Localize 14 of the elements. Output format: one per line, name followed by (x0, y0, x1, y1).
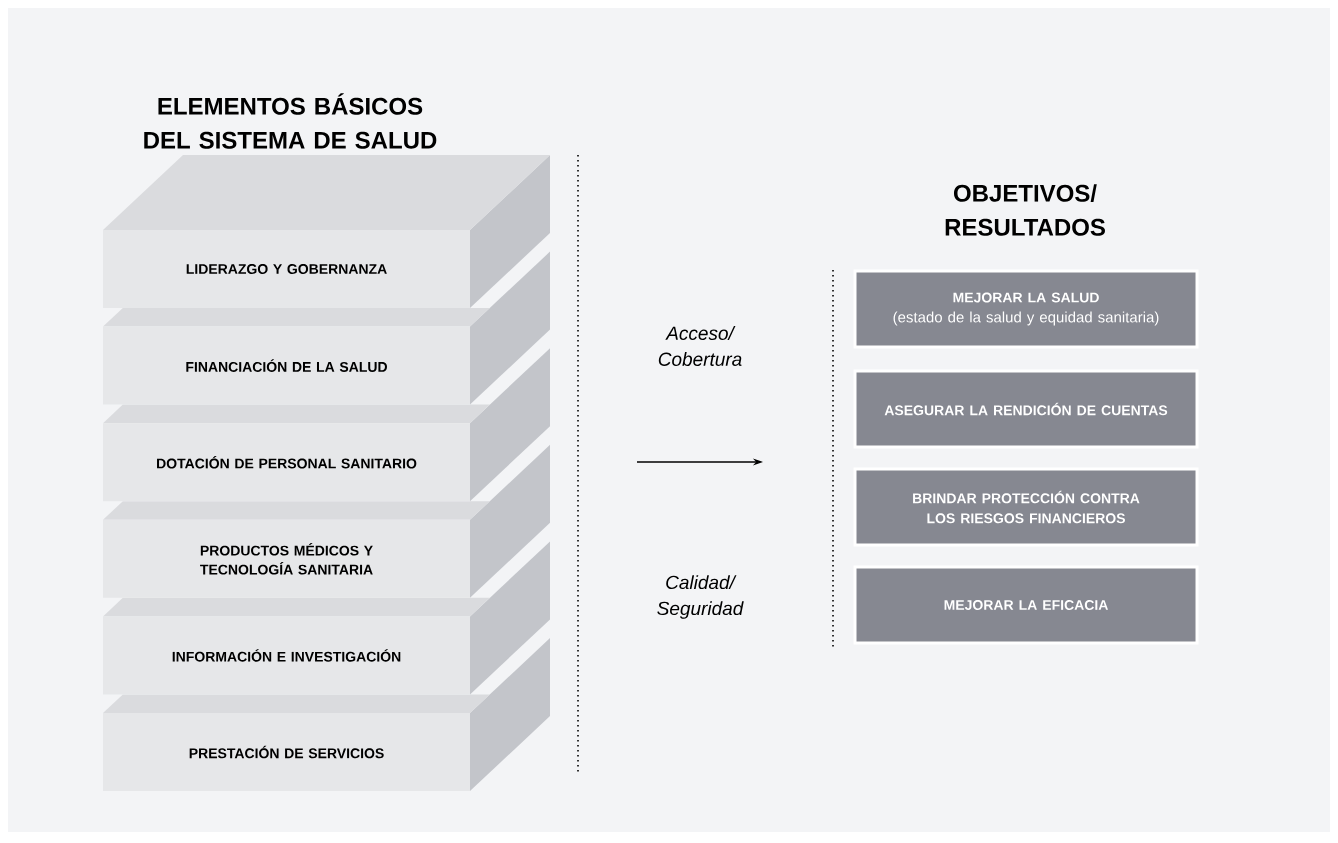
layer-block: FINANCIACIÓN DE LA SALUD (103, 326, 470, 405)
layer-block: DOTACIÓN DE PERSONAL SANITARIO (103, 423, 470, 502)
objective-box: ASEGURAR LA RENDICIÓN DE CUENTAS (853, 369, 1199, 449)
heading: ELEMENTOS BÁSICOS DEL SISTEMA DE SALUD (144, 93, 437, 149)
objective-box: MEJORAR LA SALUD (estado de la salud y equidad sanitaria) (853, 269, 1199, 349)
objective-box: BRINDAR PROTECCIÓN CONTRA LOS RIESGOS FINANCIEROS (853, 467, 1199, 547)
flow-label: Acceso/ Cobertura (658, 326, 742, 366)
flow-label: Calidad/ Seguridad (657, 575, 744, 619)
heading: OBJETIVOS/ RESULTADOS (945, 184, 1105, 236)
layer-block: PRESTACIÓN DE SERVICIOS (103, 713, 470, 791)
objective-box: MEJORAR LA EFICACIA (853, 565, 1199, 645)
layer-block: LIDERAZGO Y GOBERNANZA (103, 230, 470, 308)
layer-block: INFORMACIÓN E INVESTIGACIÓN (103, 616, 470, 695)
layer-block: PRODUCTOS MÉDICOS Y TECNOLOGÍA SANITARIA (103, 519, 470, 598)
